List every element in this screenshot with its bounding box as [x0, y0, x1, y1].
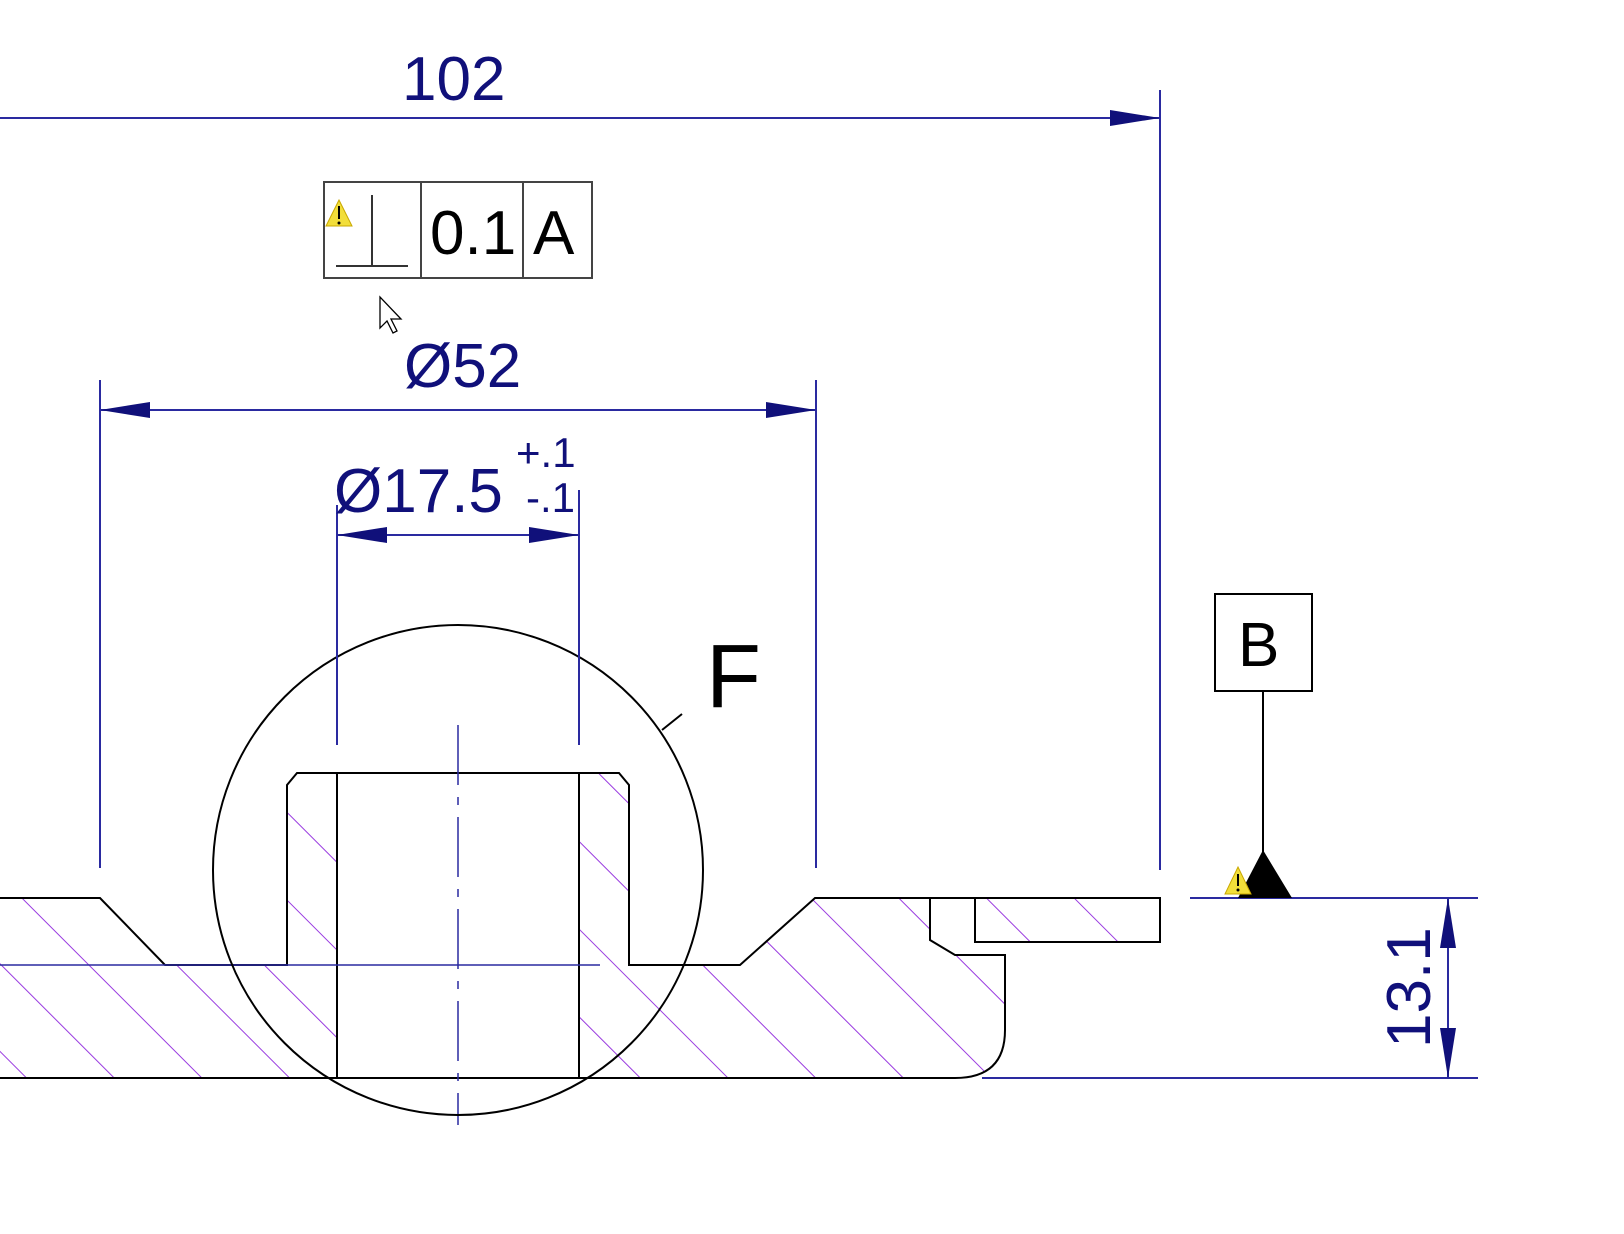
datum-feature-b[interactable]: B — [1214, 593, 1313, 898]
dimension-text: Ø17.5 — [334, 457, 503, 526]
datum-label: B — [1238, 611, 1279, 680]
detail-callout[interactable]: F — [212, 624, 761, 1116]
section-left — [0, 772, 338, 1079]
warning-icon[interactable] — [1224, 865, 1252, 895]
feature-control-frame[interactable]: 0.1 A — [323, 181, 593, 279]
dimension-13-1[interactable]: 13.1 — [982, 897, 1478, 1079]
section-view — [0, 725, 1161, 1125]
section-plate — [974, 897, 1161, 943]
section-right — [578, 772, 1006, 1079]
dimension-text: Ø52 — [404, 332, 521, 401]
datum-reference: A — [533, 199, 575, 268]
dimension-text: 102 — [402, 45, 505, 114]
detail-label: F — [706, 627, 761, 727]
dimension-diameter-52[interactable]: Ø52 — [99, 332, 817, 868]
dimension-102[interactable]: 102 — [0, 45, 1161, 870]
dimension-text: 13.1 — [1375, 927, 1444, 1048]
dimension-diameter-17-5[interactable]: Ø17.5 +.1 -.1 — [334, 429, 580, 745]
warning-icon[interactable] — [325, 198, 353, 227]
datum-triangle-icon — [1238, 850, 1292, 898]
tolerance-value: 0.1 — [430, 199, 516, 268]
perpendicularity-icon — [336, 195, 408, 267]
mouse-cursor-icon — [379, 295, 403, 334]
tolerance-upper: +.1 — [516, 429, 576, 476]
tolerance-lower: -.1 — [526, 474, 575, 521]
